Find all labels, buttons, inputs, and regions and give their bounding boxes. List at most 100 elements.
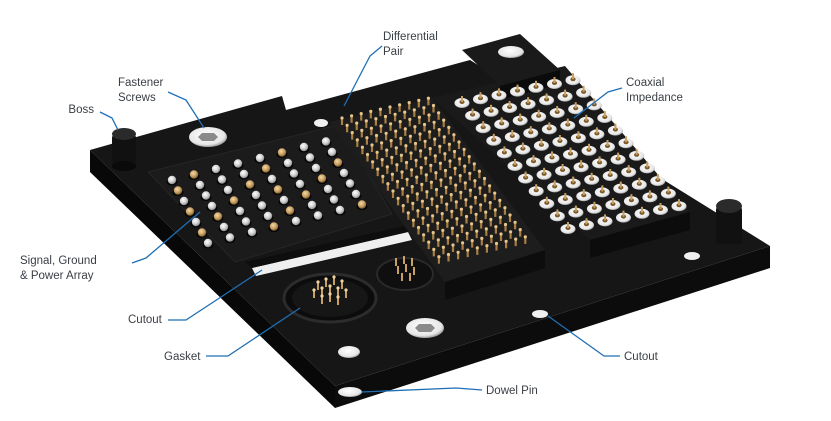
diff-pin-tip xyxy=(427,113,431,117)
diff-pin-tip xyxy=(458,157,462,161)
diff-pin-tip xyxy=(429,180,433,184)
slot-cutout xyxy=(252,232,412,276)
diff-pin-tip xyxy=(438,161,442,165)
gasket-pin-tip xyxy=(316,280,320,284)
array-pin xyxy=(257,201,267,210)
label-dowel-pin: Dowel Pin xyxy=(486,384,538,399)
diff-pin-tip xyxy=(395,179,400,184)
diff-pin-tip xyxy=(430,197,434,201)
diff-pin-tip xyxy=(420,182,424,186)
hole-top-left xyxy=(314,119,328,127)
array-pin xyxy=(279,195,289,205)
diff-pin-tip xyxy=(425,190,429,194)
diff-pin-tip xyxy=(431,231,435,235)
diff-pin-tip xyxy=(489,217,493,221)
diff-pin-tip xyxy=(440,212,444,216)
diff-pin-tip xyxy=(475,229,479,233)
diff-pin-tip xyxy=(374,133,379,138)
diff-pin-tip xyxy=(391,189,395,193)
diff-pin-tip xyxy=(413,141,418,146)
leader-fastener xyxy=(167,91,205,129)
diff-pin-tip xyxy=(480,236,484,240)
array-pin xyxy=(311,163,321,173)
diff-pin-tip xyxy=(374,117,378,121)
diff-pin-tip xyxy=(365,136,369,140)
diff-pin-tip xyxy=(399,136,403,140)
array-pin xyxy=(217,175,227,184)
diff-pin-tip xyxy=(422,233,426,237)
array-pin xyxy=(245,180,255,189)
diff-pin-tip xyxy=(493,191,497,195)
pins-layer xyxy=(166,73,687,305)
diff-pin-tip xyxy=(503,222,508,227)
diff-pin-tip xyxy=(375,150,379,154)
diff-pin-tip xyxy=(474,212,478,216)
diff-pin-tip xyxy=(437,128,441,132)
diff-pin-tip xyxy=(376,167,380,171)
leader-signal xyxy=(131,211,201,264)
array-pin xyxy=(241,217,251,226)
array-pin xyxy=(173,186,183,195)
diff-pin-tip xyxy=(442,118,446,122)
diff-pin-tip xyxy=(437,255,441,259)
array-pin xyxy=(321,137,331,146)
array-pin xyxy=(263,211,273,221)
diff-pin-tip xyxy=(454,200,458,204)
diff-pin-tip xyxy=(466,248,470,252)
diff-pin-tip xyxy=(416,209,420,213)
diff-pin-tip xyxy=(401,204,405,208)
diff-pin-tip xyxy=(369,126,373,130)
array-pin xyxy=(357,200,367,209)
hole-right-rear xyxy=(684,252,700,260)
diff-pin-tip xyxy=(431,214,435,218)
array-pin xyxy=(345,179,355,188)
array-pin xyxy=(299,142,309,152)
diff-pin-tip xyxy=(468,188,472,192)
diff-pin-tip xyxy=(504,239,508,243)
leader-cutout-left xyxy=(168,269,263,321)
diff-pin-tip xyxy=(442,135,446,139)
diff-pin-tip xyxy=(390,155,394,159)
diff-pin-tip xyxy=(386,182,390,186)
array-pin xyxy=(351,189,361,199)
diff-pin-tip xyxy=(473,195,478,200)
diff-pin-tip xyxy=(401,187,405,191)
diff-pin-tip xyxy=(410,185,414,189)
array-pin xyxy=(289,169,299,178)
diff-pin-tip xyxy=(470,239,474,243)
diff-pin-tip xyxy=(445,202,449,206)
array-pin xyxy=(283,158,293,168)
fastener-screw-top xyxy=(189,127,227,147)
diff-pin-tip xyxy=(403,127,407,131)
diff-pin-tip xyxy=(355,138,359,142)
gasket-pin-tip xyxy=(320,294,324,298)
diff-pin-tip xyxy=(412,108,416,112)
gasket-pin-tip xyxy=(320,286,324,290)
gasket-pin-tip xyxy=(332,275,336,279)
diff-pin-tip xyxy=(417,98,421,102)
diff-pin-tip xyxy=(365,152,370,157)
diff-pin-tip xyxy=(448,159,452,163)
array-pin xyxy=(179,196,189,206)
diff-pin-tip xyxy=(359,112,363,116)
diff-pin-tip xyxy=(498,215,502,219)
diff-pin-tip xyxy=(479,203,483,207)
array-pin xyxy=(229,196,239,205)
array-pin xyxy=(333,158,343,167)
diff-pin-tip xyxy=(459,190,463,194)
diff-pin-tip xyxy=(464,198,468,202)
diff-pin-tip xyxy=(493,208,497,212)
label-fastener-screws: Fastener Screws xyxy=(118,76,163,106)
diff-pin-tip xyxy=(426,96,430,100)
array-pin xyxy=(211,164,221,174)
diff-pin-tip xyxy=(489,234,493,238)
diff-pin-tip xyxy=(479,220,483,224)
diff-pin-tip xyxy=(422,106,426,110)
top-right-block xyxy=(462,34,560,86)
diff-pin-tip xyxy=(499,232,503,236)
diff-pin-tip xyxy=(432,120,436,124)
diff-pin-tip xyxy=(434,171,438,175)
diff-pin-tip xyxy=(408,134,412,138)
